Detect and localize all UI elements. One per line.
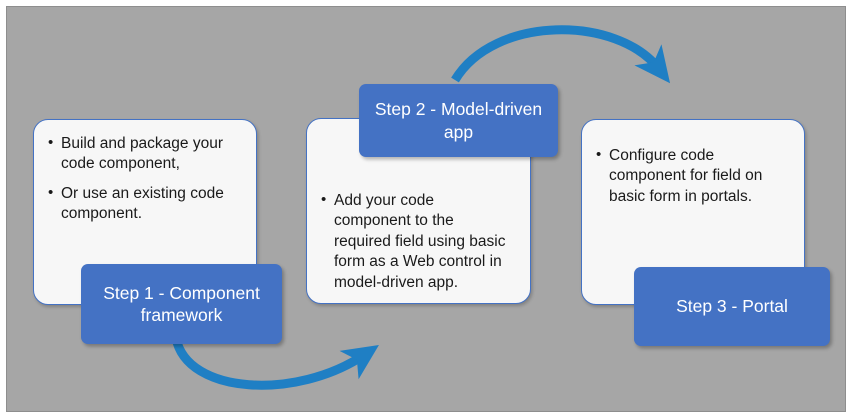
connector-step1-to-step2 xyxy=(171,336,379,390)
step-2-label[interactable]: Step 2 - Model-driven app xyxy=(359,84,558,157)
step-1-card: Build and package your code component, O… xyxy=(33,119,257,305)
step-1-card-body: Build and package your code component, O… xyxy=(34,120,256,244)
step-3-bullet-0: Configure code component for field on ba… xyxy=(596,145,788,207)
step-1-label[interactable]: Step 1 - Component framework xyxy=(81,264,282,344)
step-1-bullet-0: Build and package your code component, xyxy=(48,133,240,175)
connector-step2-to-step3 xyxy=(451,25,671,84)
diagram-canvas: Build and package your code component, O… xyxy=(6,6,846,412)
step-2-bullet-0: Add your code component to the required … xyxy=(321,190,514,293)
step-2-card-body: Add your code component to the required … xyxy=(307,119,530,312)
step-3-card-body: Configure code component for field on ba… xyxy=(582,120,804,226)
step-3-bullet-list: Configure code component for field on ba… xyxy=(596,145,788,207)
step-1-bullet-1: Or use an existing code component. xyxy=(48,183,240,225)
step-3-label[interactable]: Step 3 - Portal xyxy=(634,267,830,346)
step-2-bullet-list: Add your code component to the required … xyxy=(321,190,514,293)
step-1-bullet-list: Build and package your code component, O… xyxy=(48,133,240,225)
